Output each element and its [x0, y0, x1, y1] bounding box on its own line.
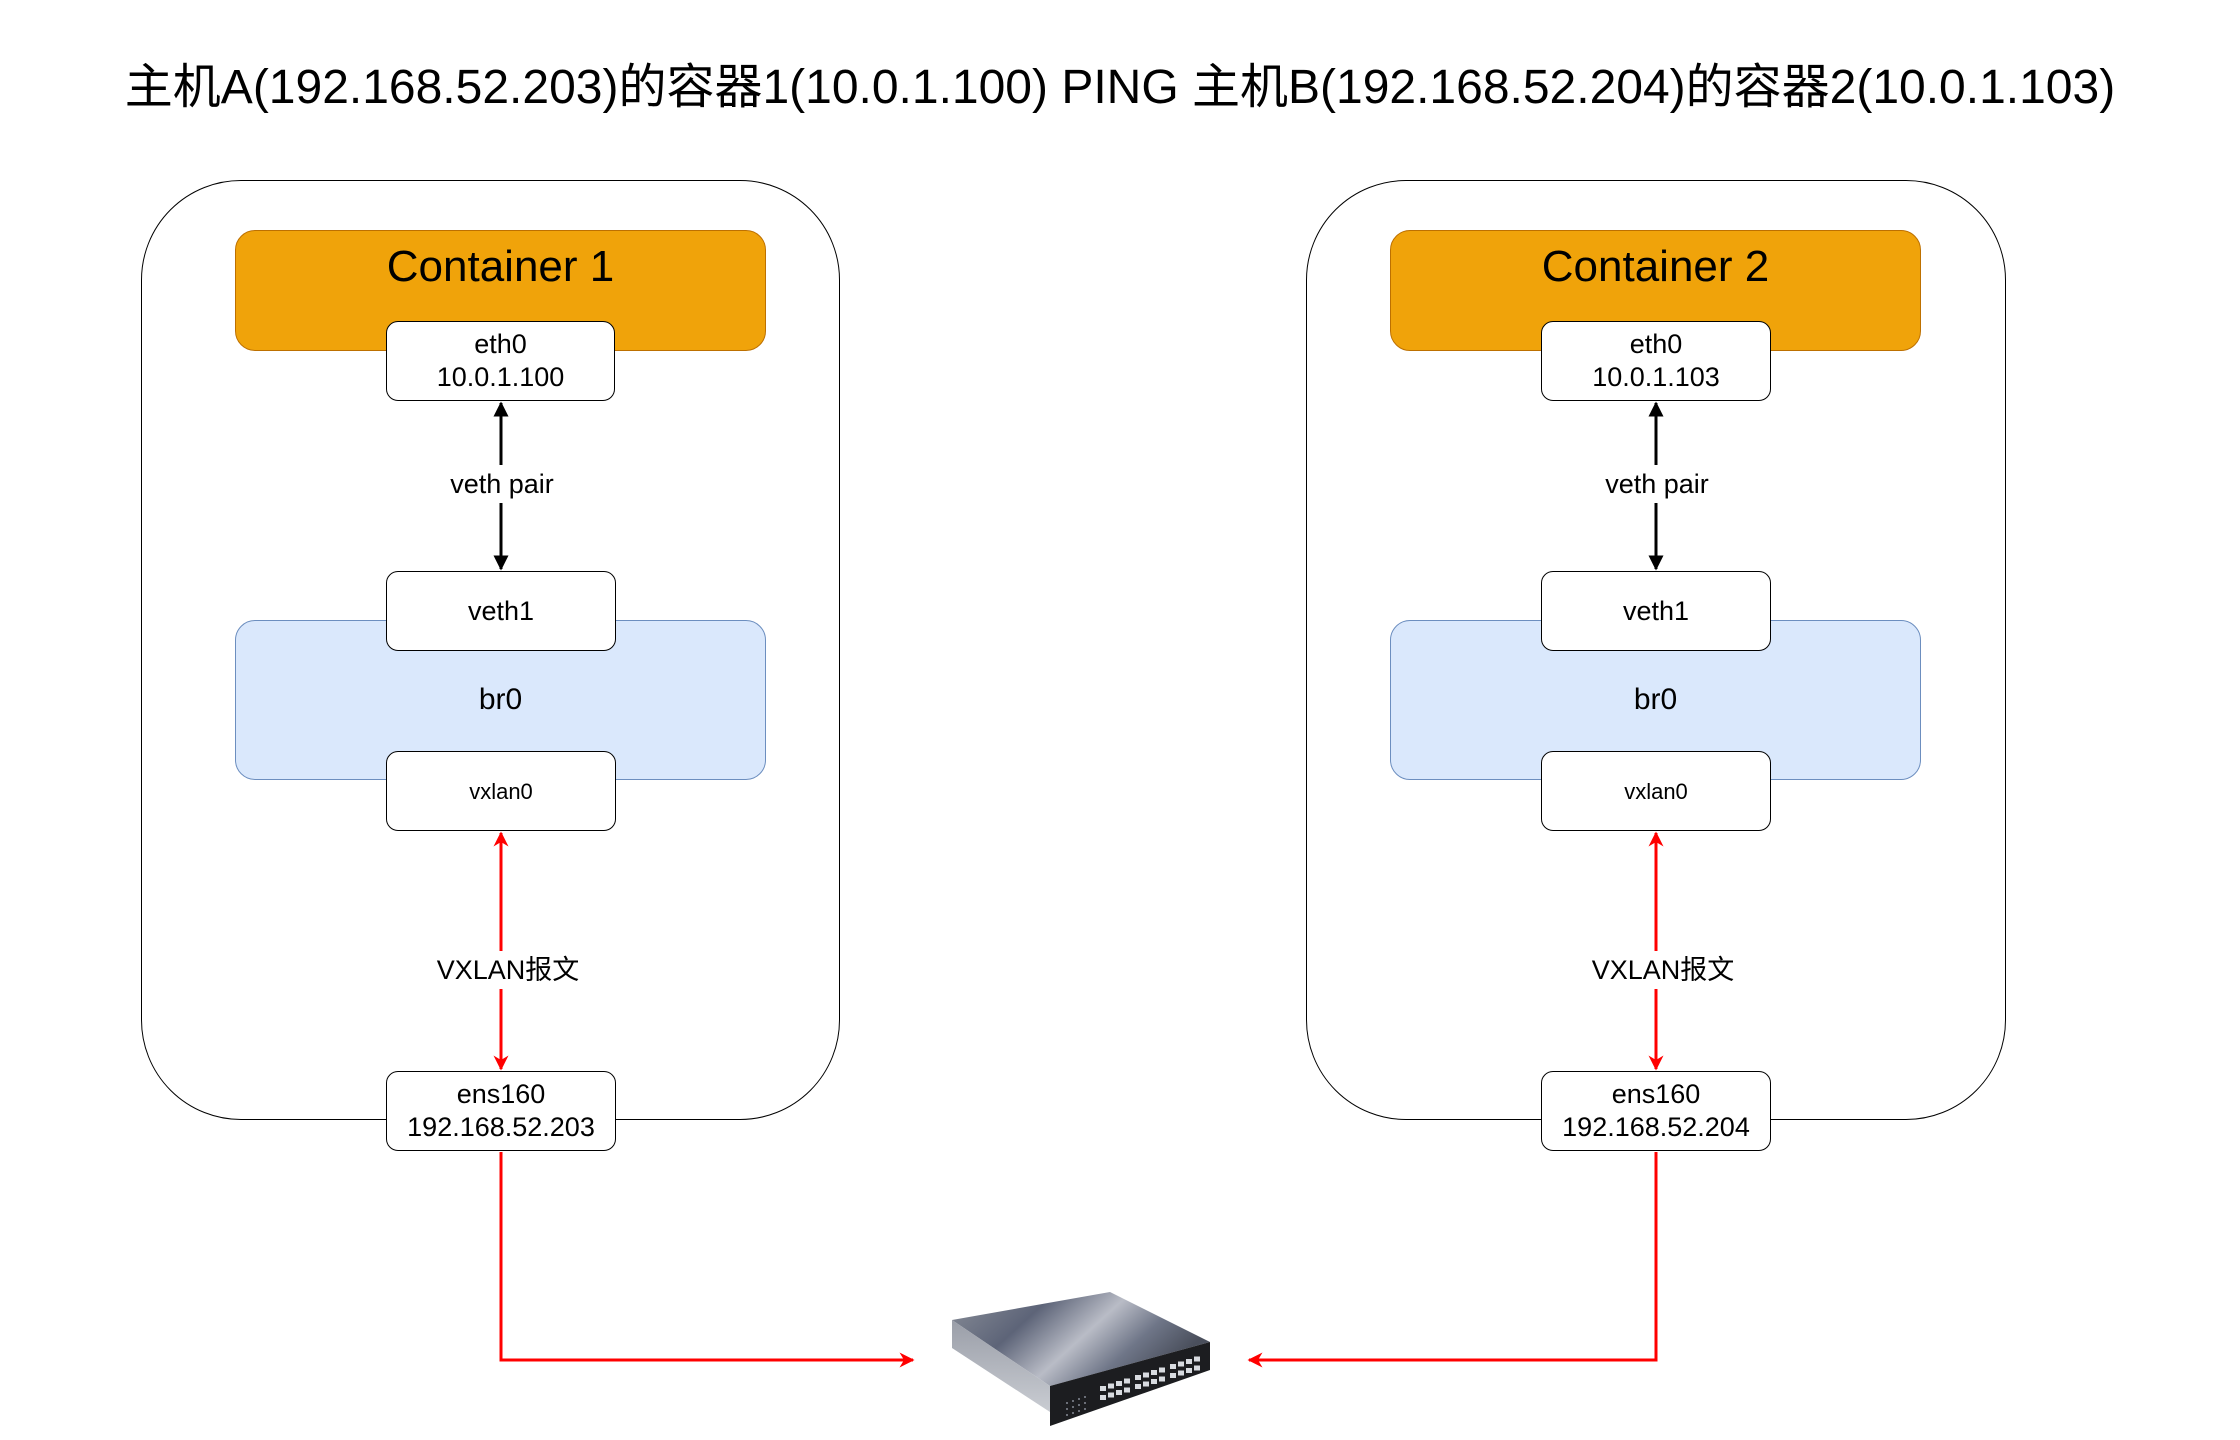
host-b-vxlan0-interface: vxlan0 [1541, 751, 1771, 831]
host-a-vxlan-label: VXLAN报文 [434, 951, 582, 989]
bridge-label: br0 [1633, 683, 1678, 716]
host-a-vxlan0-interface: vxlan0 [386, 751, 616, 831]
network-switch-icon [952, 1292, 1210, 1426]
host-a-veth-pair-label: veth pair [448, 465, 556, 503]
interface-name: ens160 [456, 1079, 546, 1109]
host-a-veth1-interface: veth1 [386, 571, 616, 651]
diagram-title: 主机A(192.168.52.203)的容器1(10.0.1.100) PING… [124, 61, 2116, 114]
interface-ip: 192.168.52.203 [407, 1112, 595, 1142]
interface-ip: 192.168.52.204 [1562, 1112, 1750, 1142]
interface-name: eth0 [474, 329, 527, 359]
switch-ports [1100, 1356, 1200, 1400]
switch-top-face [952, 1292, 1210, 1386]
interface-ip: 10.0.1.103 [1592, 362, 1720, 392]
interface-name: eth0 [1629, 329, 1683, 359]
host-a-eth0-interface: eth0 10.0.1.100 [386, 321, 615, 401]
bridge-label: br0 [478, 683, 523, 716]
interface-name: ens160 [1611, 1079, 1701, 1109]
interface-name: vxlan0 [469, 778, 533, 804]
container-1-label: Container 1 [386, 242, 615, 291]
host-b-veth-pair-label: veth pair [1603, 465, 1711, 503]
host-b-eth0-interface: eth0 10.0.1.103 [1541, 321, 1771, 401]
host-b-ens160-interface: ens160 192.168.52.204 [1541, 1071, 1771, 1151]
interface-name: vxlan0 [1624, 778, 1688, 804]
interface-name: veth1 [467, 595, 535, 626]
interface-name: veth1 [1622, 595, 1690, 626]
switch-side-face [952, 1320, 1050, 1412]
switch-status-leds [1066, 1396, 1086, 1416]
interface-ip: 10.0.1.100 [436, 362, 565, 392]
host-a-ens160-interface: ens160 192.168.52.203 [386, 1071, 616, 1151]
host-a-uplink-to-switch [499, 1152, 915, 1368]
container-2-label: Container 2 [1541, 242, 1770, 291]
host-b-veth1-interface: veth1 [1541, 571, 1771, 651]
switch-front-panel [1050, 1342, 1210, 1426]
host-b-uplink-to-switch [1247, 1152, 1658, 1368]
host-b-vxlan-label: VXLAN报文 [1589, 951, 1737, 989]
